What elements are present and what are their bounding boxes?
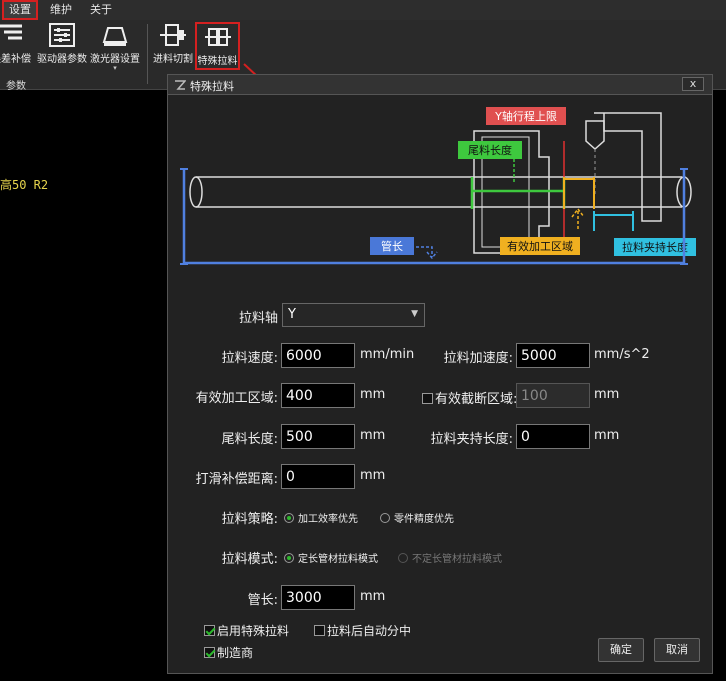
app-icon xyxy=(175,80,186,90)
clamp-length-label: 拉料夹持长度 xyxy=(622,240,688,254)
slip-comp-input[interactable] xyxy=(281,464,355,489)
mode-label: 拉料模式: xyxy=(221,552,278,567)
effective-area-label: 有效加工区域 xyxy=(507,239,573,253)
tail-length-label: 尾料长度 xyxy=(468,143,512,157)
clamp-length-unit: mm xyxy=(594,428,620,443)
auto-split-checkbox[interactable]: 拉料后自动分中 xyxy=(314,622,411,639)
clamp-length-input[interactable] xyxy=(516,424,590,449)
pull-axis-select[interactable]: Y ▼ xyxy=(282,303,425,327)
pull-axis-label: 拉料轴 xyxy=(238,311,278,326)
pull-accel-label: 拉料加速度: xyxy=(443,351,513,366)
pull-accel-input[interactable] xyxy=(516,343,590,368)
menu-bar: 设置 维护 关于 xyxy=(0,0,726,20)
special-pull-icon xyxy=(204,28,231,46)
effective-cut-unit: mm xyxy=(594,387,620,402)
pull-diagram-graphic: Y轴行程上限 尾料长度 有效加工区域 拉料夹持长度 管长 xyxy=(180,107,696,265)
enable-special-checkbox[interactable]: 启用特殊拉料 xyxy=(204,622,289,639)
feed-cut-button[interactable]: 进料切割 xyxy=(152,22,194,72)
sliders-icon xyxy=(49,23,75,47)
ribbon-separator xyxy=(147,24,148,84)
pull-speed-input[interactable] xyxy=(281,343,355,368)
menu-maintenance[interactable]: 维护 xyxy=(50,3,72,16)
chevron-down-icon: ▼ xyxy=(411,309,418,319)
effective-cut-checkbox-box[interactable] xyxy=(422,393,433,404)
pipe-length-input[interactable] xyxy=(281,585,355,610)
pull-speed-unit: mm/min xyxy=(360,347,415,362)
cancel-button[interactable]: 取消 xyxy=(654,638,700,662)
slip-comp-unit: mm xyxy=(360,468,386,483)
error-comp-icon xyxy=(0,24,22,40)
error-comp-button[interactable]: 误差补偿 xyxy=(0,22,34,72)
pull-speed-label: 拉料速度: xyxy=(221,351,278,366)
strategy-label: 拉料策略: xyxy=(221,512,278,527)
pipe-length-field-label: 管长: xyxy=(247,593,278,608)
mode-fixed-radio[interactable]: 定长管材拉料模式 xyxy=(284,550,378,565)
effective-area-unit: mm xyxy=(360,387,386,402)
effective-area-input[interactable] xyxy=(281,383,355,408)
manufacturer-checkbox[interactable]: 制造商 xyxy=(204,644,253,661)
menu-about[interactable]: 关于 xyxy=(90,3,112,16)
slip-comp-label: 打滑补偿距离: xyxy=(195,472,278,487)
tail-length-input[interactable] xyxy=(281,424,355,449)
close-button[interactable]: x xyxy=(682,77,704,91)
menu-settings[interactable]: 设置 xyxy=(2,0,38,20)
pipe-length-label: 管长 xyxy=(381,239,403,253)
pull-diagram: Y轴行程上限 尾料长度 有效加工区域 拉料夹持长度 管长 xyxy=(174,101,708,281)
driver-params-button[interactable]: 驱动器参数 xyxy=(36,22,88,72)
effective-area-field-label: 有效加工区域: xyxy=(195,391,278,406)
code-line: 高50 R2 xyxy=(0,178,49,192)
pipe-length-unit: mm xyxy=(360,589,386,604)
effective-cut-input[interactable] xyxy=(516,383,590,408)
effective-cut-checkbox[interactable]: 有效截断区域: xyxy=(422,388,517,407)
auto-split-checkbox-box[interactable] xyxy=(314,625,325,636)
ok-button[interactable]: 确定 xyxy=(598,638,644,662)
special-pull-dialog: 特殊拉料 x Y轴行程上限 尾料长度 xyxy=(167,74,713,674)
special-pull-button[interactable]: 特殊拉料 xyxy=(195,22,240,70)
ribbon-group-label: 参数 xyxy=(6,81,26,92)
strategy-efficiency-radio[interactable]: 加工效率优先 xyxy=(284,510,358,525)
laser-device-icon xyxy=(102,27,128,46)
y-limit-label: Y轴行程上限 xyxy=(494,109,557,123)
dialog-title-bar[interactable]: 特殊拉料 x xyxy=(168,75,712,95)
dialog-title: 特殊拉料 xyxy=(190,80,234,93)
mode-variable-radio[interactable]: 不定长管材拉料模式 xyxy=(398,550,502,565)
laser-settings-button[interactable]: 激光器设置 ▾ xyxy=(90,22,140,72)
clamp-length-field-label: 拉料夹持长度: xyxy=(430,432,513,447)
pull-accel-unit: mm/s^2 xyxy=(594,347,650,362)
feed-cut-icon xyxy=(160,24,186,46)
tail-length-field-label: 尾料长度: xyxy=(221,432,278,447)
manufacturer-checkbox-box[interactable] xyxy=(204,647,215,658)
strategy-precision-radio[interactable]: 零件精度优先 xyxy=(380,510,454,525)
enable-special-checkbox-box[interactable] xyxy=(204,625,215,636)
tail-length-unit: mm xyxy=(360,428,386,443)
